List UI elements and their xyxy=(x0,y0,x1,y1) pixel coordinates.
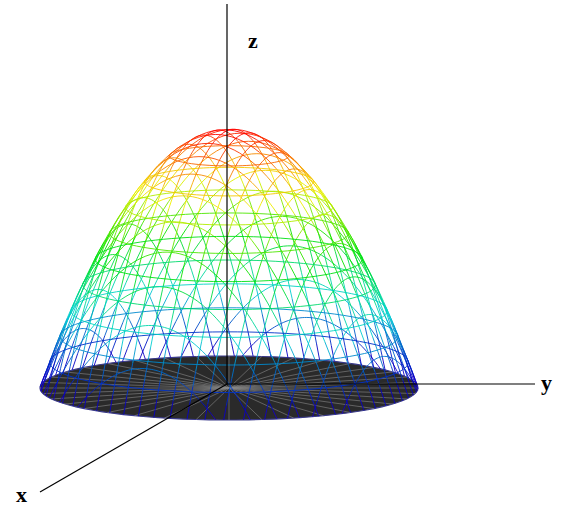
base-texture xyxy=(40,356,418,420)
base-disc xyxy=(40,356,418,420)
paraboloid-mesh xyxy=(40,129,418,420)
x-axis xyxy=(40,384,227,492)
z-axis xyxy=(226,4,227,384)
y-axis xyxy=(227,383,535,384)
axis-label: y xyxy=(541,372,552,394)
axis-label: x xyxy=(16,484,27,506)
axis-label: z xyxy=(248,30,258,52)
